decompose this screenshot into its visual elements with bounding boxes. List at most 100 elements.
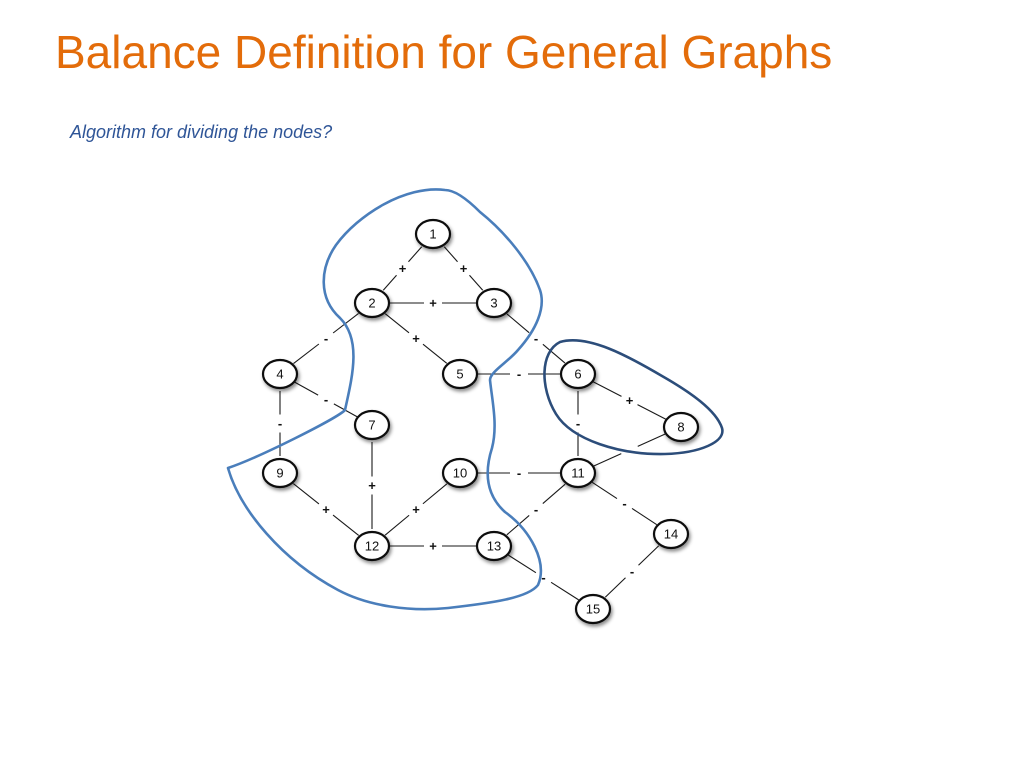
edge-11-13-segment-1 [542,483,566,505]
edge-6-8-segment-2 [637,404,667,420]
edge-14-15-segment-2 [604,577,626,598]
node-circle-11 [559,457,597,489]
node-circle-14 [652,518,690,550]
edge-sign-11-13: - [534,502,538,517]
edge-8-11-segment-1 [637,433,666,447]
edge-layer: + + + - + - - - - + - + - + - + - - + - - [278,246,667,601]
node-11: 11 [559,457,597,489]
edge-sign-9-12: + [322,502,330,517]
slide-subtitle: Algorithm for dividing the nodes? [70,122,333,142]
node-12: 12 [353,530,391,562]
edge-9-12-segment-2 [332,514,360,536]
edge-sign-4-7: - [324,392,328,407]
edge-sign-10-11: - [517,466,521,481]
edge-1-2-segment-2 [382,274,397,291]
node-circle-3 [475,287,513,319]
node-label-6: 6 [574,367,581,382]
node-4: 4 [261,358,299,390]
node-label-7: 7 [368,418,375,433]
node-circle-1 [414,218,452,250]
edge-13-15-segment-1 [508,554,537,574]
edge-sign-2-3: + [429,296,437,311]
edge-9-12-segment-1 [292,483,320,505]
edge-10-12-segment-1 [422,483,448,505]
edge-1-3-segment-1 [443,246,458,263]
edge-sign-5-6: - [517,367,521,382]
node-circle-6 [559,358,597,390]
node-label-9: 9 [276,466,283,481]
node-label-11: 11 [571,466,585,481]
node-circle-8 [662,411,700,443]
outline-layer [226,188,724,611]
node-3: 3 [475,287,513,319]
edge-sign-11-14: - [622,496,626,511]
node-label-4: 4 [276,367,283,382]
large-group-outline [226,188,544,611]
node-label-1: 1 [429,227,436,242]
edge-sign-12-13: + [429,539,437,554]
edge-sign-2-5: + [412,331,420,346]
edge-sign-4-9: - [278,416,282,431]
edge-10-12-segment-2 [384,514,410,536]
node-label-5: 5 [456,367,463,382]
edge-sign-6-11: - [576,416,580,431]
node-label-8: 8 [677,420,684,435]
edge-11-13-segment-2 [506,514,530,536]
edge-sign-10-12: + [412,502,420,517]
node-circle-12 [353,530,391,562]
node-circle-7 [353,409,391,441]
edge-2-4-segment-2 [293,343,320,365]
node-label-13: 13 [487,539,501,554]
node-5: 5 [441,358,479,390]
edge-13-15-segment-2 [550,581,579,601]
node-circle-4 [261,358,299,390]
edge-1-2-segment-1 [408,246,423,263]
node-14: 14 [652,518,690,550]
edge-1-3-segment-2 [469,274,484,291]
node-1: 1 [414,218,452,250]
edge-sign-1-3: + [460,261,468,276]
edge-2-5-segment-2 [422,343,448,364]
node-label-12: 12 [365,539,379,554]
node-9: 9 [261,457,299,489]
edge-6-8-segment-1 [592,381,622,397]
edge-sign-13-15: - [541,570,545,585]
node-2: 2 [353,287,391,319]
node-8: 8 [662,411,700,443]
node-15: 15 [574,593,612,625]
edge-sign-6-8: + [626,393,634,408]
edge-sign-2-4: - [324,331,328,346]
node-circle-9 [261,457,299,489]
slide-title: Balance Definition for General Graphs [55,26,833,78]
node-circle-10 [441,457,479,489]
node-7: 7 [353,409,391,441]
small-group-outline [543,339,724,456]
node-13: 13 [475,530,513,562]
node-label-15: 15 [586,602,600,617]
edge-sign-3-6: - [534,331,538,346]
edge-11-14-segment-1 [591,481,618,500]
edge-sign-1-2: + [399,261,407,276]
node-circle-2 [353,287,391,319]
node-circle-13 [475,530,513,562]
edge-sign-8-11: - [627,443,631,458]
edge-sign-7-12: + [368,478,376,493]
node-label-3: 3 [490,296,497,311]
edge-4-7-segment-1 [294,381,319,396]
node-label-10: 10 [453,466,467,481]
node-label-2: 2 [368,296,375,311]
node-circle-15 [574,593,612,625]
node-6: 6 [559,358,597,390]
node-label-14: 14 [664,527,678,542]
edge-3-6-segment-2 [542,343,566,364]
edge-8-11-segment-2 [593,453,622,467]
node-circle-5 [441,358,479,390]
edge-14-15-segment-1 [638,545,660,566]
node-10: 10 [441,457,479,489]
edge-3-6-segment-1 [506,313,530,334]
edge-11-14-segment-2 [631,507,658,526]
edge-sign-14-15: - [630,564,634,579]
edge-2-5-segment-1 [384,313,410,334]
